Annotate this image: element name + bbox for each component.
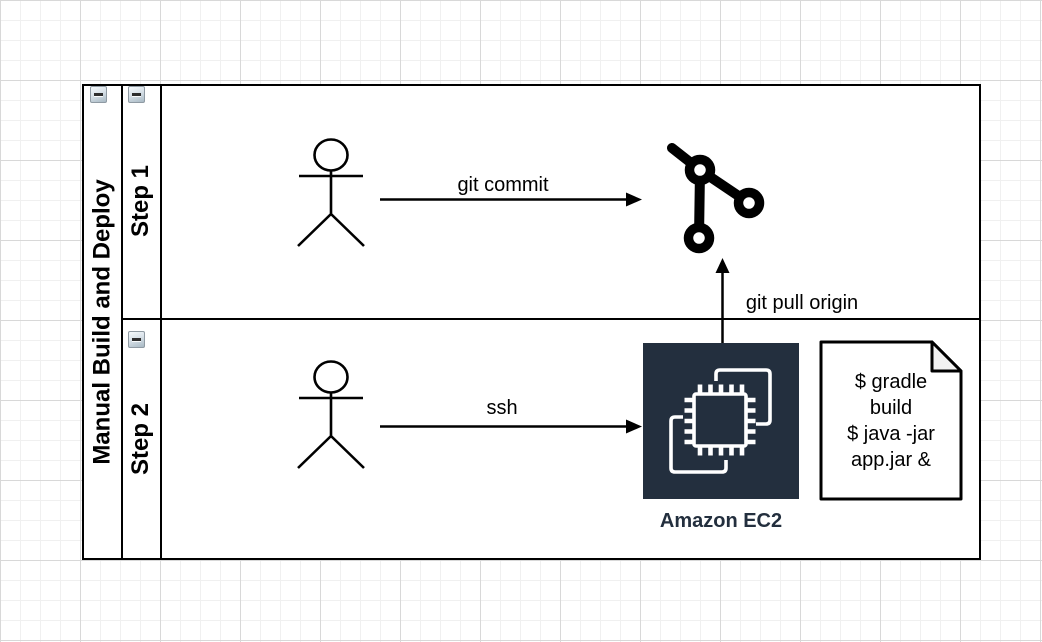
ec2-label: Amazon EC2 — [659, 510, 783, 532]
pool-title-divider — [121, 84, 123, 560]
edge-ssh-arrow[interactable] — [380, 418, 642, 435]
lane-header-divider — [160, 84, 162, 560]
collapse-button-step-2[interactable] — [128, 331, 145, 348]
ec2-node[interactable] — [643, 343, 799, 499]
edge-git-pull-label[interactable]: git pull origin — [742, 291, 862, 315]
actor-step-2[interactable] — [297, 358, 365, 470]
note-commands-text: $ gradle build $ java -jar app.jar & — [847, 371, 935, 471]
minus-icon — [94, 93, 103, 96]
folded-corner-icon — [930, 340, 963, 373]
collapse-button-step-1[interactable] — [128, 86, 145, 103]
pool-title-cell[interactable]: Manual Build and Deploy — [84, 86, 121, 558]
edge-ssh-label[interactable]: ssh — [483, 396, 521, 420]
edge-git-commit-label[interactable]: git commit — [454, 173, 552, 197]
lane-step-1-label: Step 1 — [127, 164, 155, 238]
lane-header-step-1[interactable]: Step 1 — [123, 86, 160, 316]
pool-title: Manual Build and Deploy — [88, 179, 116, 465]
lane-divider — [121, 318, 981, 320]
arrowhead-right-icon — [626, 192, 642, 207]
arrowhead-up-icon — [715, 258, 730, 273]
git-branch-icon[interactable] — [666, 140, 774, 260]
ec2-chip-icon — [669, 368, 772, 474]
lane-step-2-label: Step 2 — [127, 402, 155, 476]
minus-icon — [132, 93, 141, 96]
edge-git-pull-arrow[interactable] — [714, 258, 731, 344]
lane-header-step-2[interactable]: Step 2 — [123, 320, 160, 558]
note-commands[interactable] — [819, 340, 963, 501]
arrowhead-right-icon — [626, 419, 642, 434]
collapse-button-pool[interactable] — [90, 86, 107, 103]
edge-git-commit-arrow[interactable] — [380, 191, 642, 208]
actor-step-1[interactable] — [297, 136, 365, 248]
minus-icon — [132, 338, 141, 341]
